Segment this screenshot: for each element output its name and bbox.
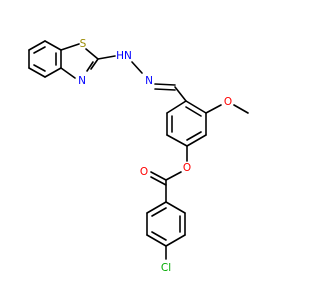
thiazole-ring	[60, 43, 99, 79]
thiazole-nitrogen-label: N	[78, 75, 86, 87]
methoxy-oxygen-label: O	[224, 96, 232, 108]
central-benzene-ring	[166, 100, 207, 147]
molecule-structure: S N HN N O O O Cl	[28, 38, 249, 274]
ester-linkage	[150, 145, 188, 203]
methoxy-group	[205, 104, 249, 114]
benzothiazole-benzene-ring	[28, 40, 62, 78]
hydrazone-nitrogen-label: N	[145, 75, 153, 87]
nh-label: HN	[116, 50, 132, 62]
chlorophenyl-ring	[146, 201, 186, 260]
sulfur-atom-label: S	[80, 38, 87, 50]
ester-oxygen-label: O	[183, 162, 191, 174]
chlorine-atom-label: Cl	[161, 262, 171, 274]
carbonyl-oxygen-label: O	[140, 166, 148, 178]
hydrazone-linker	[97, 55, 187, 102]
